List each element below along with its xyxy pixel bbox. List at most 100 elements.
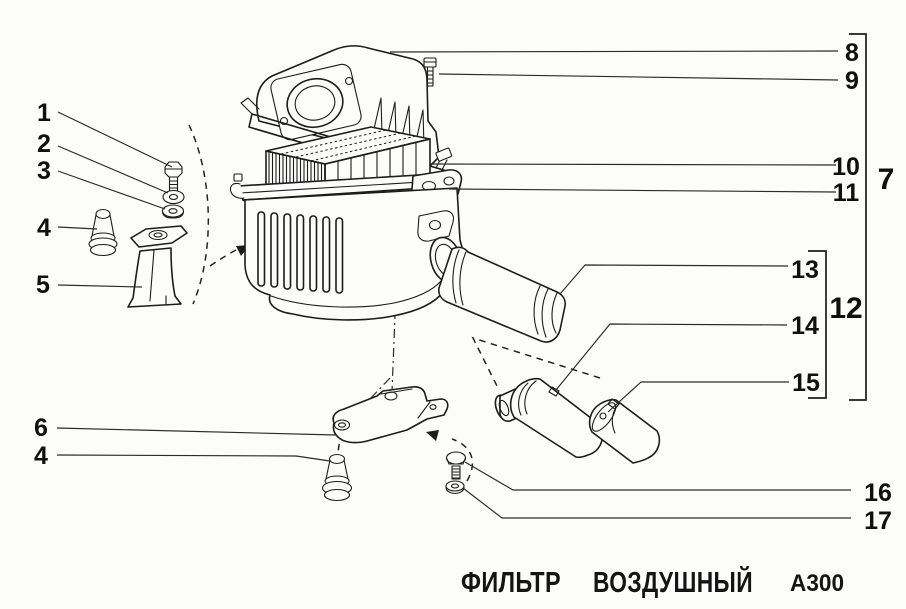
leader-8 xyxy=(389,50,839,53)
callout-13: 13 xyxy=(791,256,819,284)
bolt1-threads xyxy=(168,180,179,193)
mount-bottom-ring3 xyxy=(323,488,351,502)
leader-4-bottom xyxy=(56,454,331,462)
callout-5: 5 xyxy=(36,271,50,299)
leader-2 xyxy=(57,145,169,194)
flange-hole-right xyxy=(344,76,354,86)
mount-axis-line xyxy=(391,290,397,392)
group-bracket-7 xyxy=(849,33,867,401)
leader-3 xyxy=(57,170,166,210)
hose-left-collar-rings xyxy=(452,249,467,306)
bracket5-creases xyxy=(149,249,167,305)
intake-hose-drawing xyxy=(438,246,566,343)
support-bracket-drawing xyxy=(127,225,188,308)
resonator-drawing xyxy=(494,377,604,459)
airflow-direction-mark xyxy=(471,336,601,391)
screw-drawing xyxy=(445,451,467,480)
caption-code: А300 xyxy=(790,570,844,597)
upper-bolt-washers-drawing xyxy=(161,161,185,219)
callout-2: 2 xyxy=(37,130,51,158)
bracket6-hole-left xyxy=(333,419,351,431)
nut17-thickness xyxy=(445,486,465,495)
resonator-collar-rings xyxy=(518,380,537,416)
callout-15: 15 xyxy=(792,369,820,397)
bracket5-hole-inner xyxy=(153,232,163,238)
leader-6 xyxy=(56,427,337,436)
leader-16 xyxy=(464,461,851,491)
rim-lug-hole-2 xyxy=(443,176,455,186)
nut3-hole xyxy=(168,208,178,214)
nut-drawing xyxy=(445,480,465,495)
callout-4-top: 4 xyxy=(37,214,51,242)
callout-7: 7 xyxy=(878,163,895,196)
sleeve-body xyxy=(588,398,661,464)
nut17-body xyxy=(445,480,465,492)
caption: ФИЛЬТР ВОЗДУШНЫЙ А300 xyxy=(461,565,844,599)
bracket6-bend-lines xyxy=(380,388,431,419)
leader-lines xyxy=(56,50,851,519)
bolt9-shank xyxy=(426,66,434,87)
nut3-thickness xyxy=(161,211,185,219)
callout-3: 3 xyxy=(37,157,51,185)
mount-top-tip xyxy=(95,208,111,220)
callout-10: 10 xyxy=(832,153,860,181)
intake-flange-plate xyxy=(270,63,362,141)
nozzle-hole xyxy=(498,399,510,417)
rim-left-stud xyxy=(233,173,243,182)
callout-9: 9 xyxy=(845,67,859,95)
housing-vent-slots xyxy=(257,211,344,294)
callout-16: 16 xyxy=(864,479,892,507)
housing-ear xyxy=(417,210,455,242)
housing-bottom-lip xyxy=(270,280,442,308)
washer2 xyxy=(162,189,185,205)
resonator-sleeve-drawing xyxy=(588,398,661,464)
callout-labels: 1 2 3 4 5 6 4 7 8 9 10 11 12 13 14 15 16… xyxy=(34,39,894,535)
group-bracket-12 xyxy=(808,250,827,399)
assembly-guide-marks xyxy=(188,124,601,482)
leader-14 xyxy=(555,323,788,391)
mount-bottom-sides xyxy=(325,459,349,480)
callout-6: 6 xyxy=(34,414,48,442)
screw16-head-facets xyxy=(446,458,466,465)
rubber-mount-top-drawing xyxy=(88,208,118,257)
leader-1 xyxy=(57,111,173,168)
washer2-hole xyxy=(168,193,179,201)
bolt9-threads xyxy=(426,70,434,84)
screw-guide-arc xyxy=(451,438,474,482)
rotate-guide-arc xyxy=(188,124,209,305)
rim-stud-head xyxy=(435,147,453,162)
bracket6-hole-right xyxy=(429,404,437,410)
leader-13 xyxy=(559,264,789,295)
mount-top-sides xyxy=(91,214,115,237)
screw16-head xyxy=(445,451,467,465)
callout-12: 12 xyxy=(829,292,862,325)
sleeve-tab xyxy=(607,398,620,410)
callout-14: 14 xyxy=(791,312,819,340)
rotate-guide-arrow-line xyxy=(209,248,239,267)
cover-rim-lug xyxy=(240,97,260,115)
nut3 xyxy=(161,204,185,218)
resonator-body xyxy=(509,377,604,459)
rubber-mount-bottom-drawing xyxy=(321,453,353,502)
hose-right-collar-rings xyxy=(533,285,558,338)
intake-opening-inner xyxy=(294,85,336,121)
cover-bolt-drawing xyxy=(423,57,437,87)
leader-9 xyxy=(438,73,839,81)
leader-4-top xyxy=(57,226,98,230)
caption-word-air: ВОЗДУШНЫЙ xyxy=(593,565,753,599)
bracket6-plate xyxy=(332,386,449,444)
housing-body-drawing xyxy=(242,187,466,321)
bracket5-body xyxy=(127,247,182,308)
mount-top-ring3 xyxy=(89,243,117,257)
callout-4-bottom: 4 xyxy=(34,442,48,470)
sleeve-end-cap xyxy=(591,402,617,432)
screw16-threads xyxy=(451,468,461,479)
housing-ear-hole xyxy=(428,219,442,231)
hose-body xyxy=(438,246,566,343)
bracket5-hole-outer xyxy=(148,229,168,241)
intake-opening-outer xyxy=(286,77,344,129)
flange-hole-left xyxy=(279,116,289,126)
callout-17: 17 xyxy=(864,507,892,535)
